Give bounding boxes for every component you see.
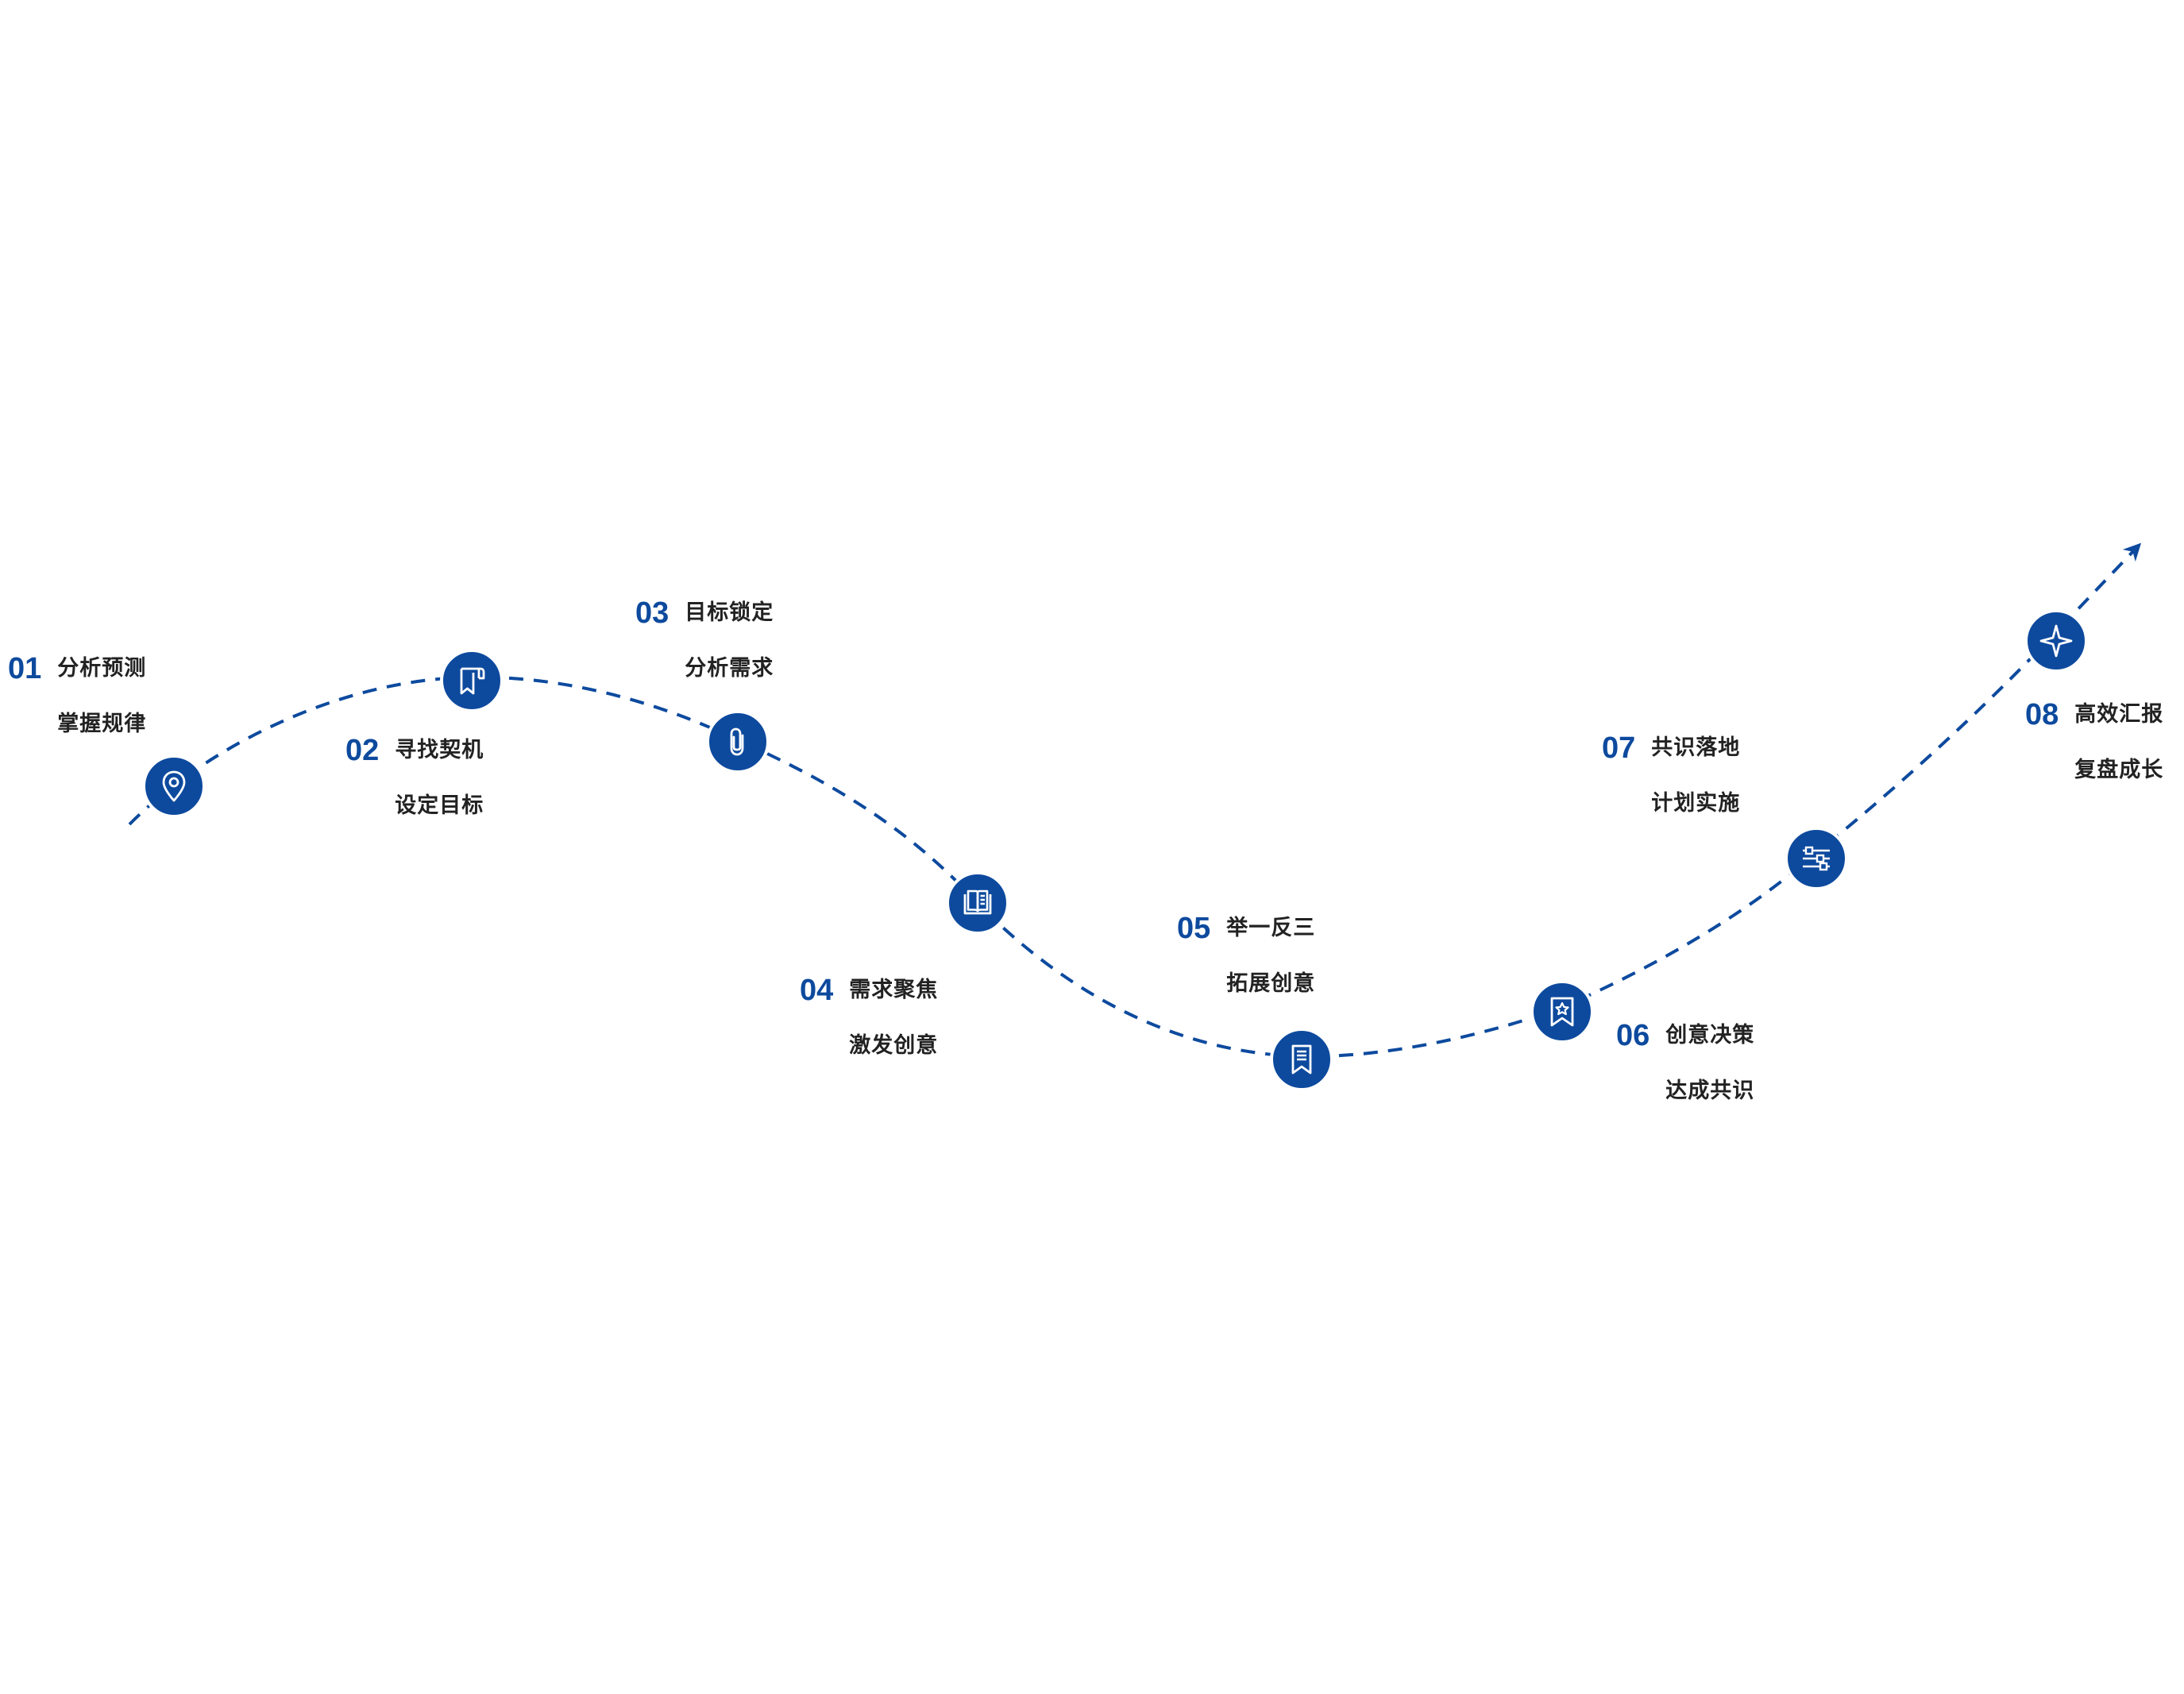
step-07-node bbox=[1785, 827, 1848, 890]
step-04-node bbox=[946, 871, 1009, 935]
step-08-number: 08 bbox=[2025, 698, 2059, 731]
step-02-number: 02 bbox=[345, 734, 380, 767]
step-01-label: 01 分析预测 掌握规律 bbox=[8, 651, 146, 742]
book-icon bbox=[963, 889, 992, 915]
step-03-title: 目标锁定 bbox=[685, 600, 774, 625]
step-08-subtitle: 复盘成长 bbox=[2074, 758, 2164, 782]
step-02-label: 02 寻找契机 设定目标 bbox=[345, 733, 484, 824]
step-04-title: 需求聚焦 bbox=[849, 978, 939, 1002]
step-02-title: 寻找契机 bbox=[395, 738, 484, 762]
bookmark-star-icon bbox=[1550, 997, 1574, 1027]
step-01-number: 01 bbox=[8, 652, 42, 685]
step-07-title: 共识落地 bbox=[1651, 735, 1741, 760]
step-06-node bbox=[1530, 980, 1594, 1044]
paperclip-icon bbox=[730, 727, 744, 756]
step-06-number: 06 bbox=[1616, 1019, 1650, 1052]
location-pin-icon bbox=[162, 770, 186, 802]
step-05-node bbox=[1270, 1028, 1333, 1091]
step-01-node bbox=[142, 754, 206, 818]
sliders-icon bbox=[1803, 846, 1830, 871]
step-05-subtitle: 拓展创意 bbox=[1226, 971, 1316, 996]
compass-star-icon bbox=[2039, 624, 2073, 658]
step-04-number: 04 bbox=[800, 974, 834, 1007]
step-04-label: 04 需求聚焦 激发创意 bbox=[800, 973, 938, 1063]
receipt-bookmark-icon bbox=[1291, 1044, 1312, 1075]
step-05-number: 05 bbox=[1177, 912, 1211, 945]
step-08-title: 高效汇报 bbox=[2074, 702, 2164, 727]
step-08-node bbox=[2024, 609, 2088, 673]
step-07-number: 07 bbox=[1602, 731, 1636, 765]
step-06-label: 06 创意决策 达成共识 bbox=[1616, 1018, 1754, 1109]
step-03-label: 03 目标锁定 分析需求 bbox=[635, 596, 774, 686]
step-04-subtitle: 激发创意 bbox=[849, 1033, 939, 1058]
step-02-subtitle: 设定目标 bbox=[395, 793, 484, 818]
step-06-subtitle: 达成共识 bbox=[1665, 1079, 1755, 1103]
step-05-title: 举一反三 bbox=[1226, 916, 1316, 940]
step-02-node bbox=[440, 649, 504, 712]
step-03-number: 03 bbox=[635, 596, 669, 630]
step-06-title: 创意决策 bbox=[1665, 1023, 1755, 1048]
step-07-label: 07 共识落地 计划实施 bbox=[1602, 731, 1740, 821]
step-03-subtitle: 分析需求 bbox=[685, 656, 774, 681]
step-03-node bbox=[706, 710, 770, 774]
step-05-label: 05 举一反三 拓展创意 bbox=[1177, 911, 1315, 1001]
step-01-subtitle: 掌握规律 bbox=[57, 712, 147, 736]
document-bookmark-icon bbox=[460, 667, 485, 695]
step-01-title: 分析预测 bbox=[57, 656, 147, 681]
step-07-subtitle: 计划实施 bbox=[1651, 791, 1741, 816]
step-08-label: 08 高效汇报 复盘成长 bbox=[2025, 697, 2163, 788]
